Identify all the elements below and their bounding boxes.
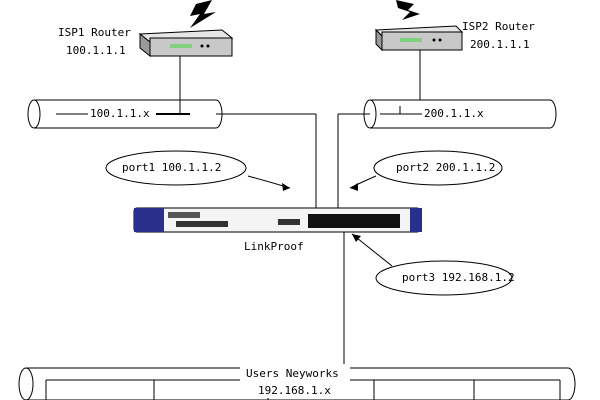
linkproof-port-bank: [308, 214, 400, 228]
users-label-backdrop: [240, 364, 350, 398]
linkproof-control-strip: [176, 221, 228, 227]
port1-callout: [105, 150, 247, 186]
isp1-router-label: ISP1 Router: [58, 26, 131, 39]
port2-arrowhead: [350, 183, 358, 191]
isp2-segment-label: 200.1.1.x: [424, 107, 484, 120]
port2-callout: [373, 150, 503, 186]
isp2-router-dot: [432, 38, 436, 42]
port2-label: port2 200.1.1.2: [396, 161, 495, 174]
isp1-lightning-icon: [190, 0, 216, 28]
isp1-segment-cylinder: [27, 99, 223, 129]
isp1-router-ip: 100.1.1.1: [66, 44, 126, 57]
port1-arrowhead: [282, 183, 290, 191]
linkproof-indicator-strip: [278, 219, 300, 225]
port1-label: port1 100.1.1.2: [122, 161, 221, 174]
linkproof-logo-plate: [168, 212, 200, 218]
isp1-router-dot: [200, 44, 204, 48]
isp1-router: [138, 29, 234, 58]
isp2-lightning-icon: [396, 0, 420, 20]
linkproof-label: LinkProof: [244, 240, 304, 253]
port3-arrowhead: [352, 234, 361, 242]
port3-callout: [375, 260, 513, 296]
isp2-router-ip: 200.1.1.1: [470, 38, 530, 51]
linkproof-right-bracket: [410, 208, 422, 232]
isp1-router-dot: [206, 44, 210, 48]
isp2-router: [374, 25, 464, 52]
linkproof-device: [133, 207, 422, 233]
users-network-title: Users Neyworks: [246, 367, 339, 380]
isp1-segment-label: 100.1.1.x: [90, 107, 150, 120]
isp1-router-led: [170, 44, 192, 48]
linkproof-left-bracket: [134, 208, 164, 232]
isp2-segment-cylinder: [363, 99, 557, 129]
isp2-router-dot: [438, 38, 442, 42]
users-network-subnet: 192.168.1.x: [258, 384, 331, 397]
isp2-router-led: [400, 38, 422, 42]
port3-label: port3 192.168.1.2: [402, 271, 515, 284]
isp2-router-label: ISP2 Router: [462, 20, 535, 33]
